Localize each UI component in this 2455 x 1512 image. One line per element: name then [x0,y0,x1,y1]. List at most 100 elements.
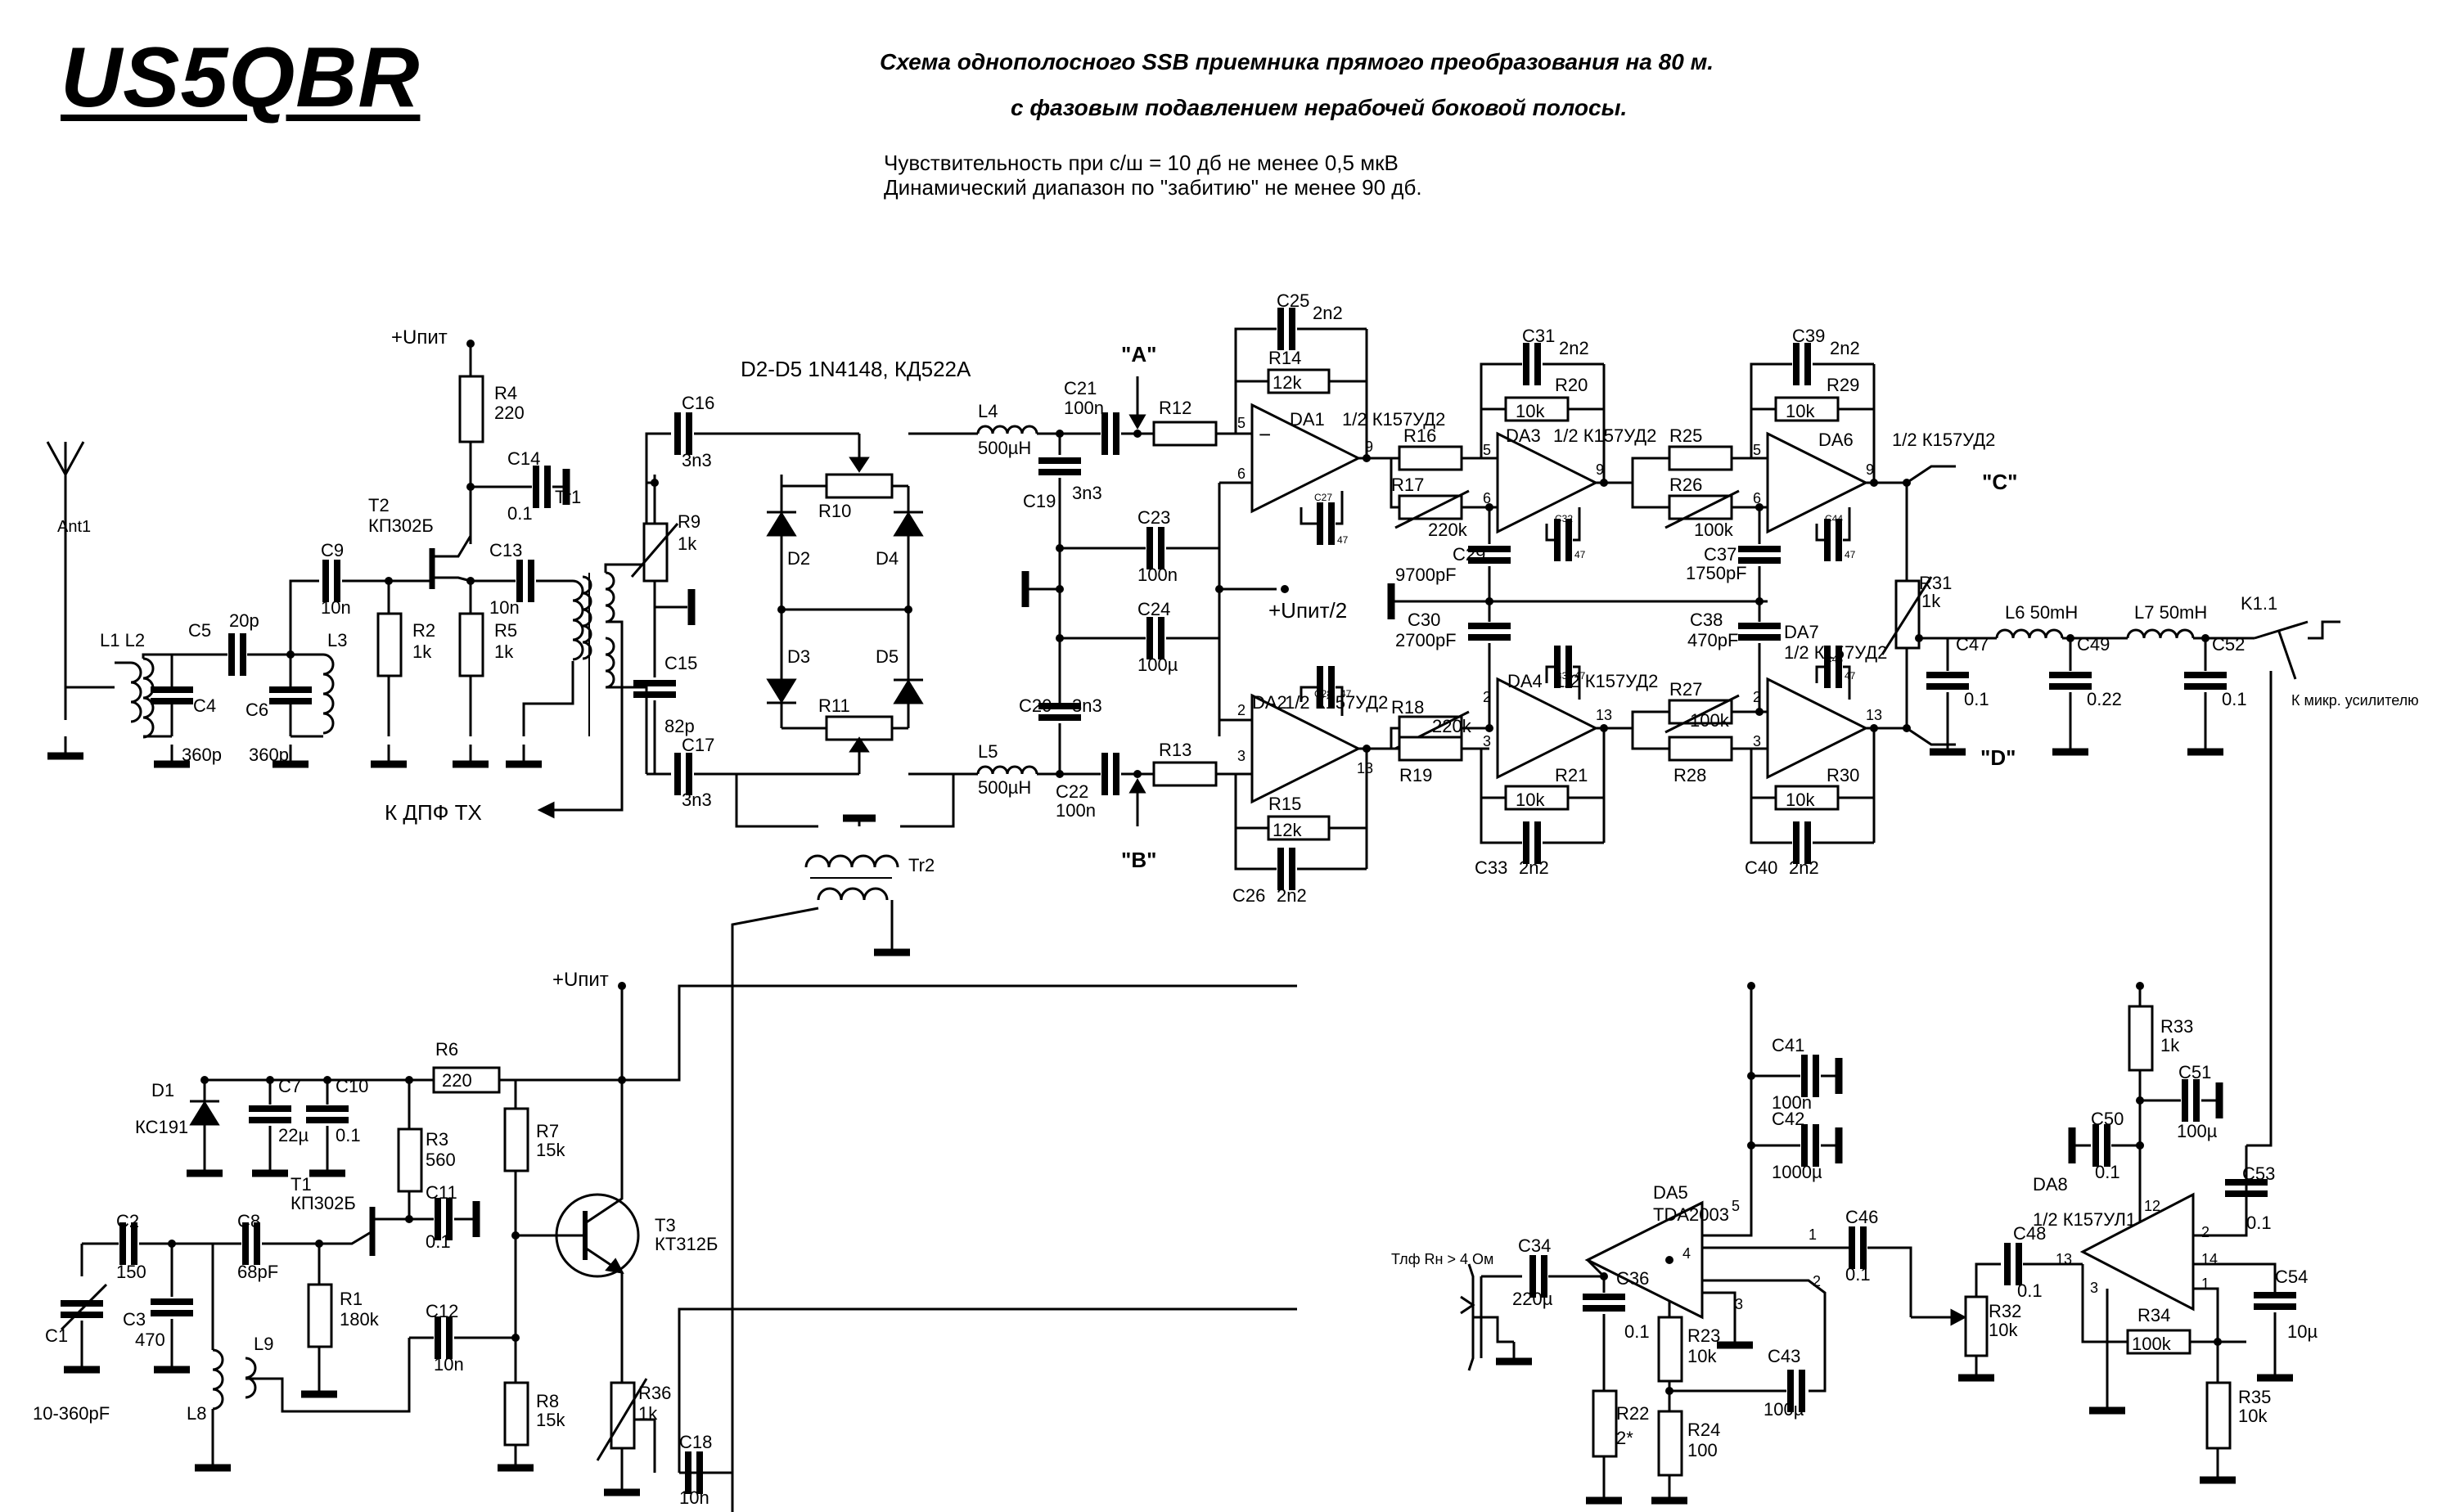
label-v47: 47 [1845,549,1856,560]
label-c11: C11 [426,1182,457,1203]
wire [1631,457,1669,483]
label-r24: R24 [1687,1420,1720,1440]
label-c39v: 2n2 [1830,338,1860,358]
resistor [825,715,894,741]
label-c9: C9 [321,540,344,560]
label-c23: C23 [1137,507,1170,528]
resistor [1668,445,1733,471]
label-c20v: 3n3 [1072,695,1102,716]
label-pb: "B" [1121,848,1156,872]
opamp-minus: − [1259,422,1271,447]
resistor [2126,1329,2191,1355]
resistor [1774,396,1840,422]
label-pin3: 3 [1753,733,1761,749]
label-c22v: 100n [1056,800,1096,821]
label-c37v: 1750pF [1686,563,1747,583]
label-r28: R28 [1673,765,1706,785]
wire [1631,483,1669,509]
label-da3t: 1/2 К157УД2 [1553,425,1656,446]
inductor [572,579,584,661]
wire [1815,665,1825,683]
arrow-head [849,736,870,753]
label-pin9: 9 [1596,461,1604,478]
label-tr2: Tr2 [908,855,935,875]
label-c51: C51 [2178,1062,2211,1082]
label-r25: R25 [1669,425,1702,446]
resistor [1398,736,1463,762]
label-r2: R2 [412,620,435,641]
diode [766,678,797,704]
label-r36: R36 [638,1383,671,1403]
junction-dot [466,577,475,585]
wire [46,441,85,478]
junction-dot [1056,430,1064,438]
resistor [1152,421,1218,447]
label-r35v: 10k [2238,1406,2268,1426]
wire [1906,465,1956,484]
label-c10: C10 [336,1076,368,1096]
label-c48v: 0.1 [2017,1280,2043,1301]
wire [606,686,648,774]
wire [1573,665,1581,700]
label-r19: R19 [1399,765,1432,785]
op-amp [1496,431,1599,534]
label-da2: DA2 [1252,692,1287,713]
junction-dot [2136,1141,2144,1150]
label-d2: D2 [787,548,810,569]
inductor [2126,628,2195,639]
label-c30: C30 [1408,610,1440,630]
wire [1480,798,1522,844]
resistor [1504,396,1570,422]
label-c4v: 360p [182,745,222,765]
junction-dot [1600,724,1608,732]
junction-dot [618,982,626,990]
label-c21v: 100n [1064,398,1104,418]
junction-dot [266,1076,274,1084]
label-uplus: +Uпит [552,969,609,991]
resistor [1398,445,1463,471]
label-c54: C54 [2275,1267,2308,1287]
label-c13v: 10n [489,597,520,618]
junction-dot [200,1076,209,1084]
label-c52: C52 [2212,634,2245,655]
label-v47: 47 [1340,688,1352,700]
label-r24v: 100 [1687,1440,1718,1460]
label-c25: C25 [1277,290,1309,311]
wire [1573,507,1581,542]
junction-dot [1755,708,1764,716]
label-c38v: 470pF [1687,630,1738,650]
resistor [458,375,484,443]
label-l8: L8 [187,1403,206,1424]
label-da4t: 1/2 К157УД2 [1555,671,1658,691]
trimmer-arrow [1664,489,1740,529]
label-r14v: 12k [1273,372,1302,393]
label-r33v: 1k [2160,1035,2180,1055]
label-r27v: 100k [1690,710,1730,731]
junction-dot [1056,634,1064,642]
label-r6: R6 [435,1039,458,1060]
label-c47: C47 [1956,634,1989,655]
label-c33: C33 [1475,857,1507,878]
wire [604,483,648,573]
junction-dot [1485,724,1493,732]
wire [64,532,115,689]
label-l3: L3 [327,630,347,650]
junction-dot [1903,479,1911,487]
junction-dot [511,1231,520,1240]
label-r3v: 560 [426,1150,456,1170]
label-c6: C6 [246,700,268,720]
resistor [2128,1005,2154,1072]
junction-dot [1915,634,1923,642]
wire [1336,686,1344,716]
resistor [1152,761,1218,787]
label-t1v: КП302Б [291,1193,356,1213]
label-pin13: 13 [1596,707,1612,723]
label-d3: D3 [787,646,810,667]
label-c44: C44 [1825,513,1843,524]
junction-dot [2136,1096,2144,1105]
junction-dot [1133,430,1142,438]
resistor [2205,1381,2232,1450]
label-t3v: КТ312Б [655,1234,718,1254]
label-c18v: 10n [679,1487,709,1508]
label-c33v: 2n2 [1519,857,1549,878]
